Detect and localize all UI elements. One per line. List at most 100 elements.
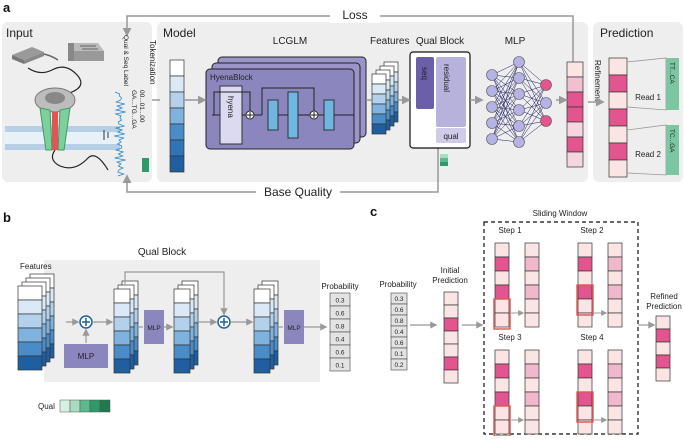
qual-block-title: Qual Block [416,36,465,47]
mlp-edge [491,109,520,140]
mlp-edge [518,61,547,86]
signal-trace [114,91,126,177]
model-title: Model [163,26,196,40]
qual-block-b-title: Qual Block [138,247,187,258]
hyena-connections [212,87,354,139]
hidden-b3-cell [253,358,271,374]
hidden-b2-cell [173,330,191,346]
panel-b-label: b [3,210,11,225]
feature-b-cell [17,327,43,343]
hidden-b1-cell [113,344,131,360]
refined-cell [655,367,671,382]
qual-b-cell [79,399,91,413]
hyena-block-label: HyenaBlock [210,73,254,82]
step-left-cell [577,256,593,272]
mlp-edge [491,61,520,92]
mlp-edge [518,61,547,104]
mlp-node [486,69,498,81]
read2-seq-box [666,125,679,175]
seq-text: seq [420,67,429,80]
qual-strip-cell [440,162,448,166]
flowcell-device-icon [68,43,104,61]
step-window [493,298,511,330]
base-quality-label-bg [256,184,340,200]
mlp-node [513,88,525,100]
mlp-network [486,56,552,148]
probability-c-value: 0.3 [394,296,403,303]
probability-b-cell [329,357,351,372]
mlp-node [486,101,498,113]
svg-text:00...01...00: 00...01...00 [138,90,145,123]
step-left-cell [494,242,510,258]
hidden-b3-cell [253,288,271,304]
panel-a-label: a [3,0,11,15]
mlp-b-qual-box [64,344,108,368]
output-cell [566,136,584,153]
qual-b-cell [69,399,81,413]
feature-b-cell [17,313,43,329]
hidden-b1-cell [113,330,131,346]
lcglm-label: LCGLM [273,36,307,47]
mlp-edge [518,84,547,127]
probability-c-value: 0.1 [394,351,403,358]
dna-strand-lower [51,149,109,171]
lcglm-layer-front [205,68,355,150]
step-window [576,284,594,316]
step-left-cell [577,363,593,379]
mlp-node [486,117,498,129]
embedding-cell [169,91,185,109]
step-left-cell [494,298,510,314]
probability-b-label: Probability [321,282,358,291]
read2-label: Read 2 [635,150,661,159]
sliding-window-box [483,221,639,435]
loss-label: Loss [342,8,367,22]
probability-b-value: 0.6 [335,349,344,356]
base-quality-label: Base Quality [264,185,332,199]
embedding-cell [169,107,185,125]
add-node-2 [217,315,231,329]
qual-box [436,128,466,143]
input-title: Input [6,26,33,40]
nanopore-icon [34,87,76,151]
prediction-cell [608,142,628,161]
features-label: Features [370,36,409,47]
embedding-cell [169,59,185,77]
prediction-cell [608,91,628,110]
mlp-edge [518,102,547,127]
step-right-cell [524,242,540,258]
feature-cell [371,93,387,105]
step-left-cell [494,312,510,328]
mlp-node [540,79,552,91]
prediction-cell [608,74,628,93]
step-label: Step 2 [580,226,604,235]
step-left-cell [577,242,593,258]
mlp-b-2-text: MLP [287,325,300,332]
hidden-b3-cell [253,302,271,318]
refined-cell [655,315,671,330]
step-left-cell [577,377,593,393]
initial-cell [443,369,459,384]
qual-strip-cell [440,154,448,158]
residual-text: residual [442,64,451,92]
mlp-edge [518,77,547,122]
initial-cell [443,330,459,345]
prediction-cell [608,57,628,76]
seq-box [416,57,434,109]
refined-prediction-label-2: Prediction [646,302,682,311]
mlp-b-1-text: MLP [147,325,160,332]
output-cell [566,151,584,168]
feature-b-cell [17,341,43,357]
mlp-b-qual-text: MLP [78,352,94,361]
qual-b-strip [59,399,111,413]
step-right-cell [524,419,540,435]
feature-cell [371,73,387,85]
step-right-cell [524,377,540,393]
step-left-cell [577,419,593,435]
probability-c-value: 0.4 [394,329,403,336]
feature-b-cell [17,285,43,301]
step-left-cell [577,391,593,407]
hidden-b2-cell [173,302,191,318]
sliding-window-label: Sliding Window [533,209,588,218]
step-right-cell [524,284,540,300]
